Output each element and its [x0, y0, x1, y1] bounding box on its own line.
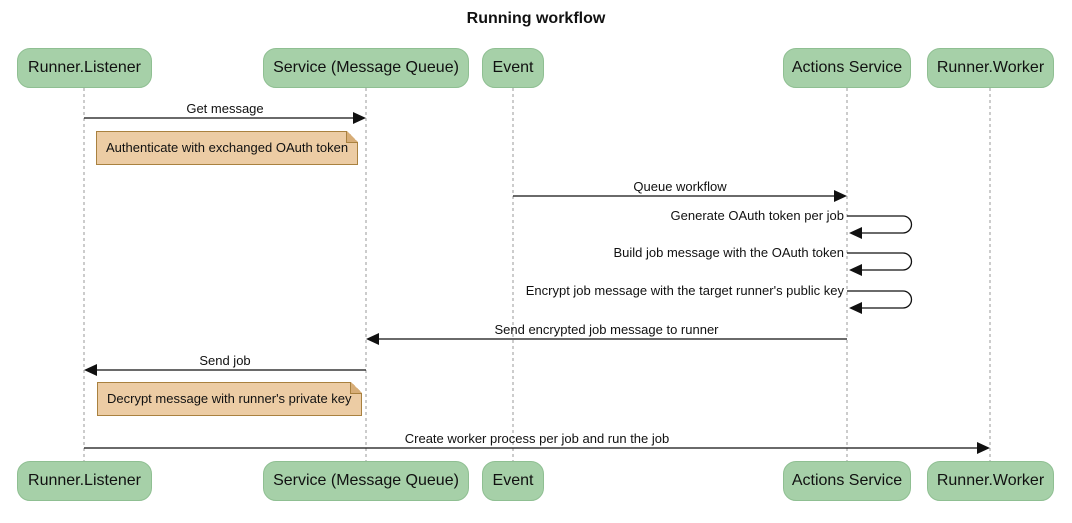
actor-label: Actions Service [791, 472, 903, 489]
diagram-title: Running workflow [466, 10, 606, 27]
actor-label: Event [492, 472, 534, 489]
arrowhead-generate-oauth-token [849, 227, 862, 239]
note-text: Authenticate with exchanged OAuth token [106, 140, 349, 155]
actor-bottom-event: Event [482, 461, 544, 501]
arrowhead-build-job-message [849, 264, 862, 276]
note-fold-icon [346, 131, 359, 143]
arrowhead-get-message [353, 112, 366, 124]
actor-label: Service (Message Queue) [273, 472, 459, 489]
actor-label: Runner.Listener [28, 472, 141, 489]
actor-top-actions-service: Actions Service [783, 48, 911, 88]
note-text: Decrypt message with runner's private ke… [107, 391, 352, 406]
message-label-queue-workflow: Queue workflow [633, 179, 727, 194]
actor-bottom-runner-worker: Runner.Worker [927, 461, 1054, 501]
message-label-get-message: Get message [186, 101, 264, 116]
actor-label: Runner.Listener [28, 59, 141, 76]
actor-bottom-service-message-queue: Service (Message Queue) [263, 461, 469, 501]
message-label-send-encrypted-job-message: Send encrypted job message to runner [494, 322, 719, 337]
actor-label: Event [492, 59, 534, 76]
arrowhead-encrypt-job-message [849, 302, 862, 314]
selfloop-generate-oauth-token [847, 215, 913, 234]
selfloop-build-job-message [847, 252, 913, 271]
actor-top-service-message-queue: Service (Message Queue) [263, 48, 469, 88]
actor-bottom-runner-listener: Runner.Listener [17, 461, 152, 501]
arrowhead-queue-workflow [834, 190, 847, 202]
arrowhead-send-encrypted-job-message [366, 333, 379, 345]
message-label-send-job: Send job [199, 353, 251, 368]
message-label-encrypt-job-message: Encrypt job message with the target runn… [525, 283, 844, 298]
actor-label: Runner.Worker [936, 472, 1045, 489]
message-label-generate-oauth-token: Generate OAuth token per job [670, 208, 844, 223]
note-authenticate-oauth: Authenticate with exchanged OAuth token [96, 131, 359, 165]
actor-top-runner-worker: Runner.Worker [927, 48, 1054, 88]
actor-top-runner-listener: Runner.Listener [17, 48, 152, 88]
message-label-build-job-message: Build job message with the OAuth token [613, 245, 844, 260]
selfloop-encrypt-job-message [847, 290, 913, 309]
arrowhead-send-job [84, 364, 97, 376]
actor-bottom-actions-service: Actions Service [783, 461, 911, 501]
actor-label: Runner.Worker [936, 59, 1045, 76]
arrowhead-create-worker-process [977, 442, 990, 454]
actor-label: Actions Service [791, 59, 903, 76]
note-decrypt-message: Decrypt message with runner's private ke… [97, 382, 362, 416]
message-label-create-worker-process: Create worker process per job and run th… [404, 431, 670, 446]
note-fold-icon [349, 382, 362, 394]
actor-top-event: Event [482, 48, 544, 88]
actor-label: Service (Message Queue) [273, 59, 459, 76]
